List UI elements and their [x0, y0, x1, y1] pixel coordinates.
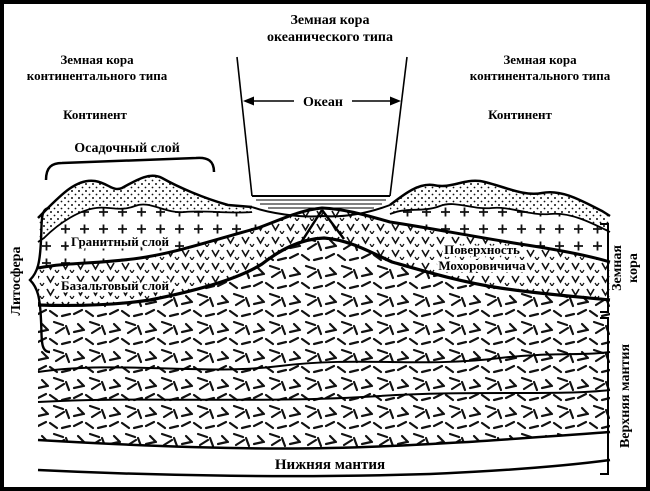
upper-mantle-region [38, 238, 610, 449]
crust-right-label-line2: кора [626, 253, 641, 283]
title-oceanic-crust-line1: Земная кора [291, 13, 370, 28]
crust-right-label-line1: Земная [610, 245, 625, 291]
sedimentary-layer-label: Осадочный слой [74, 141, 180, 156]
title-continental-crust-left-line1: Земная кора [60, 52, 134, 67]
granite-region-left [38, 204, 258, 268]
sedimentary-layer-bracket [44, 156, 216, 181]
title-oceanic-crust-line2: океанического типа [267, 30, 393, 45]
sediment-bottom-right [389, 203, 611, 233]
moho-boundary [37, 236, 611, 308]
ocean-water-hatching [256, 199, 386, 209]
lithosphere-label: Литосфера [9, 247, 24, 316]
granite-region-right [390, 204, 610, 262]
lower-mantle-label: Нижняя мантия [275, 457, 385, 473]
upper-mantle-label: Верхняя мантия [618, 344, 633, 449]
title-continental-crust-right-line2: континентального типа [470, 68, 611, 83]
mantle-wave-2 [37, 389, 611, 403]
lithosphere-brace [28, 206, 51, 354]
sediment-bottom-left [37, 203, 253, 243]
title-continental-crust-left-line2: континентального типа [27, 68, 168, 83]
basalt-layer-label: Базальтовый слой [61, 278, 169, 293]
title-continental-crust-right-line1: Земная кора [503, 52, 577, 67]
surface-left-continent [37, 174, 253, 219]
ocean-label: Океан [303, 95, 343, 110]
surface-right-continent [389, 179, 611, 218]
lower-mantle-curve [37, 458, 611, 478]
mantle-wave-1 [37, 351, 611, 373]
moho-surface-label-line2: Мохоровичича [438, 258, 526, 273]
rift-line-right [321, 209, 345, 240]
ocean-extent-arrow [243, 96, 401, 106]
granite-layer-label: Гранитный слой [71, 234, 169, 249]
surface-ocean-floor [251, 204, 391, 218]
left-slant-guide-line [236, 56, 253, 197]
sediment-region-left [38, 175, 252, 242]
right-slant-guide-line [389, 56, 408, 197]
upper-mantle-right-bracket [600, 317, 609, 475]
rift-line-left [300, 209, 324, 242]
continent-right-label: Континент [488, 107, 552, 122]
upper-mantle-bottom-boundary [37, 430, 611, 450]
crust-right-bracket [600, 223, 609, 313]
continent-left-label: Континент [63, 107, 127, 122]
moho-surface-label-line1: Поверхность [444, 242, 520, 257]
